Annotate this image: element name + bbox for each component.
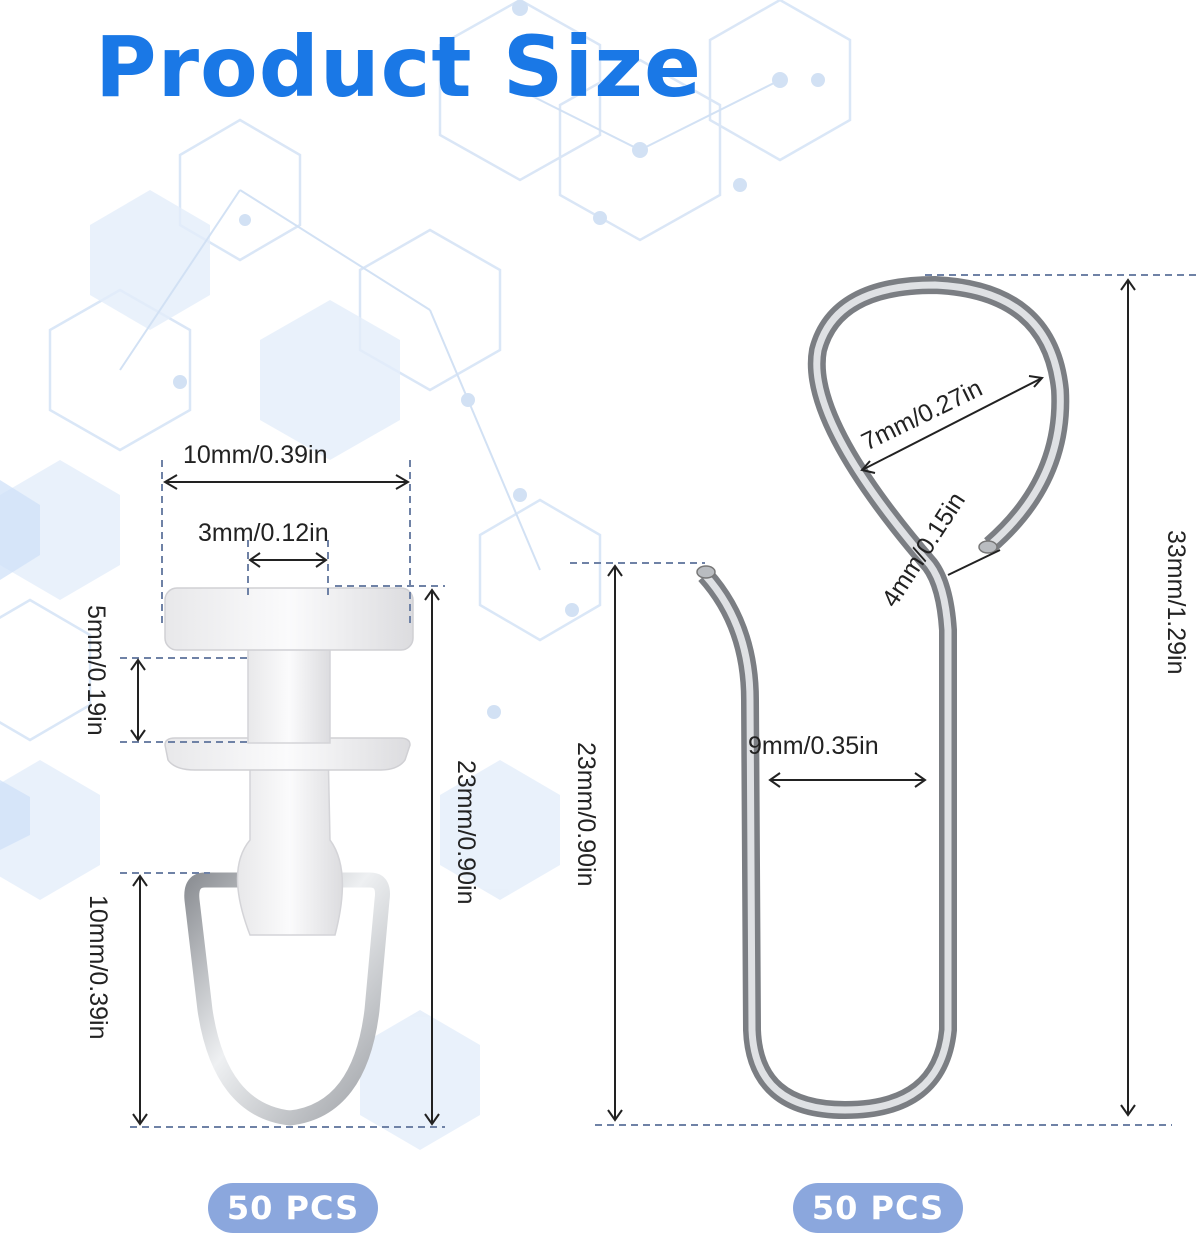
roller-wheel: [164, 587, 414, 651]
roller-width-label: 10mm/0.39in: [183, 441, 328, 469]
roller-neck: [236, 744, 344, 936]
metal-ring: [184, 872, 390, 1126]
hook-width-label: 9mm/0.35in: [748, 732, 879, 760]
hook-quantity-badge: 50 PCS: [793, 1183, 963, 1233]
roller-flange: [164, 737, 411, 771]
roller-stem-width-label: 3mm/0.12in: [198, 519, 329, 547]
hook-wire: [698, 276, 1070, 1119]
page-title: Product Size: [95, 18, 702, 116]
roller-quantity-badge: 50 PCS: [208, 1183, 378, 1233]
hook-wire-end: [696, 565, 716, 579]
hook-total-height-label: 33mm/1.29in: [1162, 530, 1190, 675]
hook-short-height-label: 23mm/0.90in: [572, 742, 600, 887]
